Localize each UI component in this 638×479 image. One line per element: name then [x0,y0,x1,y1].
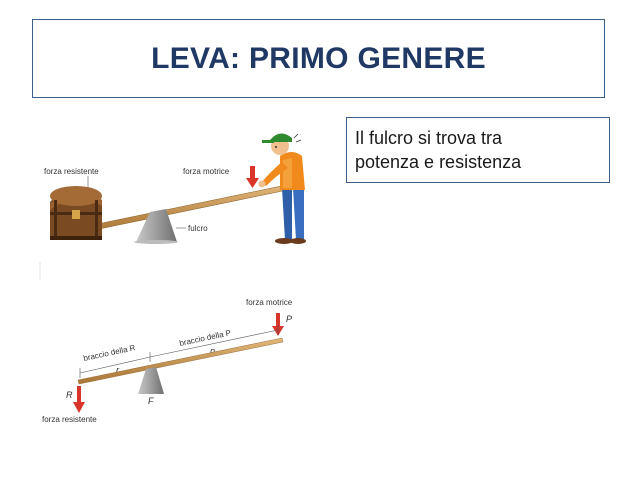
bottom-fulcrum [138,367,164,394]
top-lever-scene: forza resistente forza motrice fulcro [44,133,306,244]
bottom-label-R: R [66,390,73,400]
bottom-label-force-motor: forza motrice [246,298,293,307]
arm-dimension-lines [79,325,279,378]
note-box: Il fulcro si trova tra potenza e resiste… [346,117,610,183]
note-line-2: potenza e resistenza [355,152,522,172]
label-arm-p: braccio della P [179,328,232,348]
bottom-force-r-arrow [73,386,85,413]
top-label-force-motor: forza motrice [183,167,230,176]
label-arm-r: braccio della R [83,343,137,363]
treasure-chest [50,186,102,240]
note-line-1: Il fulcro si trova tra [355,128,503,148]
top-label-force-resistant: forza resistente [44,167,99,176]
top-fulcrum [134,209,178,244]
label-p-small: p [209,346,215,356]
label-r-small: r [116,365,120,375]
bottom-lever-diagram: forza motrice P braccio della R braccio … [42,298,293,424]
slide-title: LEVA: PRIMO GENERE [151,41,486,75]
bottom-plank [77,337,284,385]
man-figure [258,133,306,244]
title-box: LEVA: PRIMO GENERE [32,19,605,98]
bottom-label-F: F [148,396,154,406]
top-label-fulcrum: fulcro [188,224,208,233]
bottom-label-force-resistant: forza resistente [42,415,97,424]
bottom-label-P: P [286,314,292,324]
top-force-motor-arrow [246,166,259,188]
